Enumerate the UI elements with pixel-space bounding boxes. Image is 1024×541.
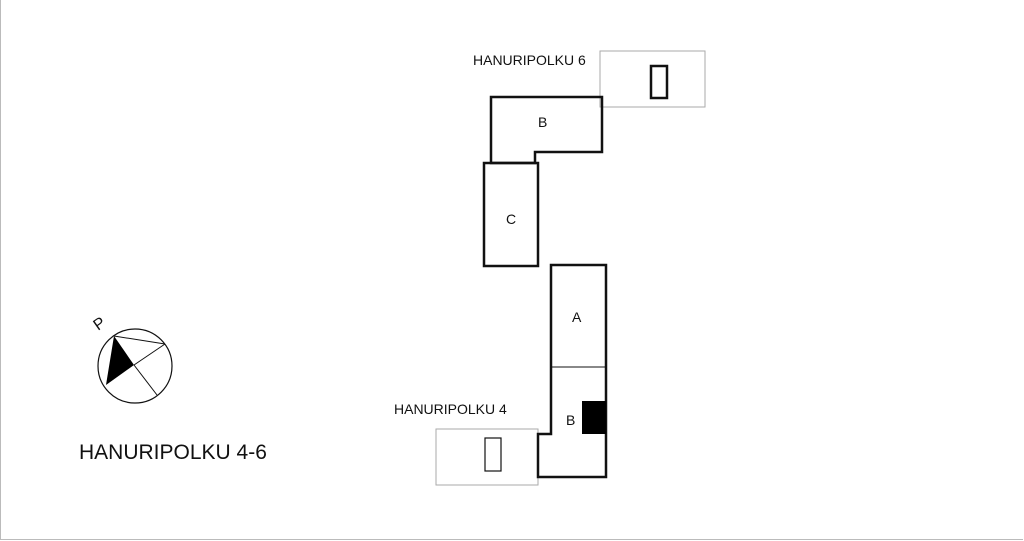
north-label: P [91, 314, 109, 334]
building-annex-filled [582, 401, 606, 434]
building-c [482, 161, 540, 268]
parking-area-hanuripolku-4 [435, 428, 539, 486]
building-b-north [489, 95, 604, 165]
building-label-b-north: B [538, 114, 547, 130]
parking-structure-hanuripolku-4 [484, 437, 502, 472]
parking-area-hanuripolku-6 [599, 50, 706, 108]
parking-label-hanuripolku-6: HANURIPOLKU 6 [473, 52, 586, 68]
building-a-b-south [536, 263, 608, 479]
north-arrow-icon [97, 328, 173, 404]
parking-structure-hanuripolku-6 [649, 64, 669, 100]
building-label-c: C [506, 211, 516, 227]
building-label-a: A [572, 309, 582, 325]
parking-label-hanuripolku-4: HANURIPOLKU 4 [394, 401, 507, 417]
building-label-b-south: B [566, 412, 575, 428]
plan-title: HANURIPOLKU 4-6 [79, 441, 267, 464]
